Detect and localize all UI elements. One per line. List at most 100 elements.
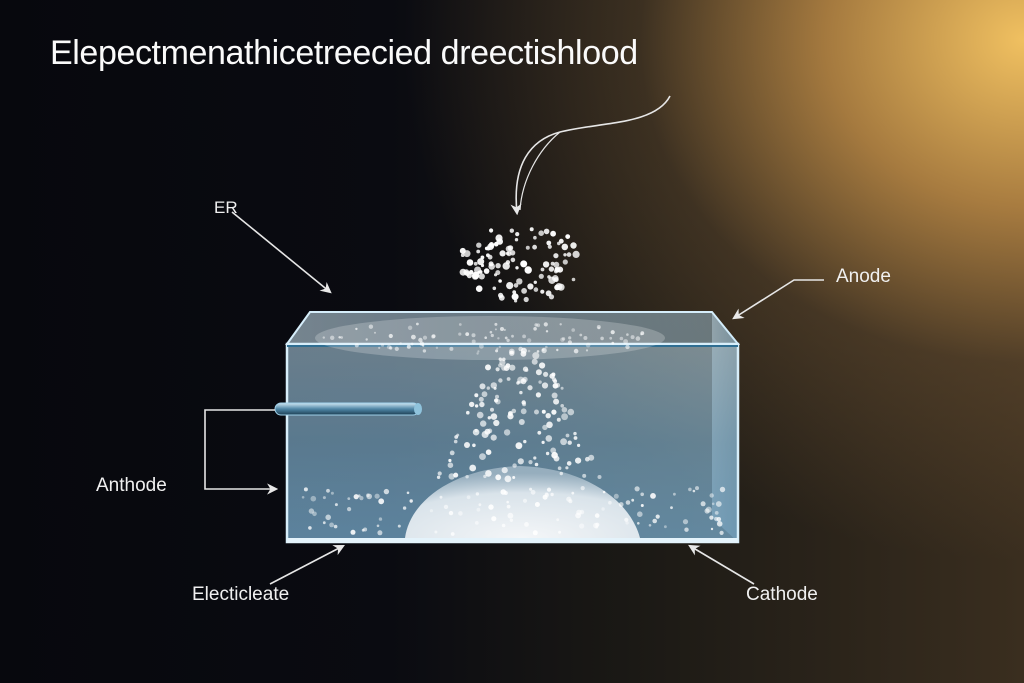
particle bbox=[351, 530, 356, 535]
particle bbox=[573, 251, 580, 258]
particle bbox=[542, 410, 546, 414]
particle bbox=[359, 496, 363, 500]
particle bbox=[640, 493, 644, 497]
particle bbox=[631, 499, 634, 502]
particle bbox=[476, 352, 478, 354]
particle bbox=[476, 250, 480, 254]
particle bbox=[503, 262, 510, 269]
particle bbox=[581, 486, 585, 490]
particle bbox=[534, 410, 539, 415]
particle bbox=[673, 493, 676, 496]
particle bbox=[377, 530, 382, 535]
particle bbox=[546, 241, 551, 246]
particle bbox=[558, 531, 561, 534]
particle bbox=[544, 229, 550, 235]
particle bbox=[474, 393, 478, 397]
electrolysis-tank bbox=[287, 227, 738, 543]
particle bbox=[560, 438, 567, 445]
particle bbox=[512, 290, 516, 294]
particle bbox=[519, 391, 522, 394]
particle bbox=[477, 350, 479, 352]
particle bbox=[535, 502, 540, 507]
particle bbox=[556, 518, 559, 521]
particle bbox=[583, 336, 587, 340]
particle bbox=[540, 290, 544, 294]
particle bbox=[500, 327, 504, 331]
particle bbox=[411, 343, 414, 346]
particle bbox=[518, 458, 524, 464]
particle bbox=[562, 407, 568, 413]
particle bbox=[312, 512, 317, 517]
particle bbox=[527, 385, 532, 390]
particle bbox=[551, 452, 558, 459]
particle bbox=[598, 475, 602, 479]
particle bbox=[491, 413, 498, 420]
particle bbox=[410, 499, 413, 502]
particle bbox=[485, 247, 489, 251]
particle bbox=[477, 412, 484, 419]
particle bbox=[335, 503, 338, 506]
particle bbox=[512, 463, 516, 467]
particle bbox=[484, 336, 487, 339]
particle bbox=[537, 350, 540, 353]
particle bbox=[522, 400, 526, 404]
particle bbox=[664, 525, 667, 528]
particle bbox=[620, 337, 624, 341]
particle bbox=[461, 253, 465, 257]
particle bbox=[494, 323, 497, 326]
particle bbox=[482, 431, 489, 438]
particle bbox=[444, 505, 448, 509]
particle bbox=[458, 511, 463, 516]
particle bbox=[465, 332, 469, 336]
particle bbox=[567, 252, 572, 257]
particle bbox=[636, 336, 641, 341]
particle bbox=[534, 281, 537, 284]
particle bbox=[323, 496, 326, 499]
particle bbox=[652, 519, 657, 524]
particle bbox=[710, 493, 714, 497]
particle bbox=[533, 456, 536, 459]
wire-connector bbox=[205, 410, 276, 489]
particle bbox=[546, 452, 549, 455]
particle bbox=[354, 494, 359, 499]
particle bbox=[521, 288, 527, 294]
particle bbox=[498, 363, 502, 367]
particle bbox=[369, 325, 373, 329]
particle bbox=[515, 266, 518, 269]
particle bbox=[482, 391, 488, 397]
particle bbox=[308, 526, 312, 530]
particle bbox=[494, 242, 499, 247]
particle bbox=[511, 258, 516, 263]
particle bbox=[506, 501, 509, 504]
particle bbox=[701, 501, 706, 506]
particle bbox=[542, 349, 545, 352]
particle bbox=[491, 516, 496, 521]
particle bbox=[448, 459, 451, 462]
particle bbox=[495, 399, 500, 404]
particle bbox=[491, 382, 497, 388]
particle bbox=[545, 492, 549, 496]
particle bbox=[523, 499, 527, 503]
particle bbox=[529, 488, 532, 491]
particle bbox=[504, 429, 510, 435]
particle bbox=[556, 349, 558, 351]
particle bbox=[355, 343, 359, 347]
particle bbox=[430, 509, 433, 512]
particle bbox=[560, 404, 564, 408]
particle bbox=[560, 472, 563, 475]
particle bbox=[684, 528, 688, 532]
particle bbox=[609, 337, 612, 340]
particle bbox=[438, 471, 442, 475]
particle bbox=[546, 413, 551, 418]
particle bbox=[573, 432, 576, 435]
particle bbox=[506, 282, 513, 289]
particle bbox=[614, 494, 619, 499]
particle bbox=[488, 416, 491, 419]
particle bbox=[502, 524, 506, 528]
particle bbox=[476, 243, 481, 248]
label-anthode: Anthode bbox=[96, 476, 167, 495]
particle bbox=[486, 449, 492, 455]
particle bbox=[517, 377, 524, 384]
particle bbox=[533, 236, 537, 240]
particle bbox=[506, 339, 509, 342]
